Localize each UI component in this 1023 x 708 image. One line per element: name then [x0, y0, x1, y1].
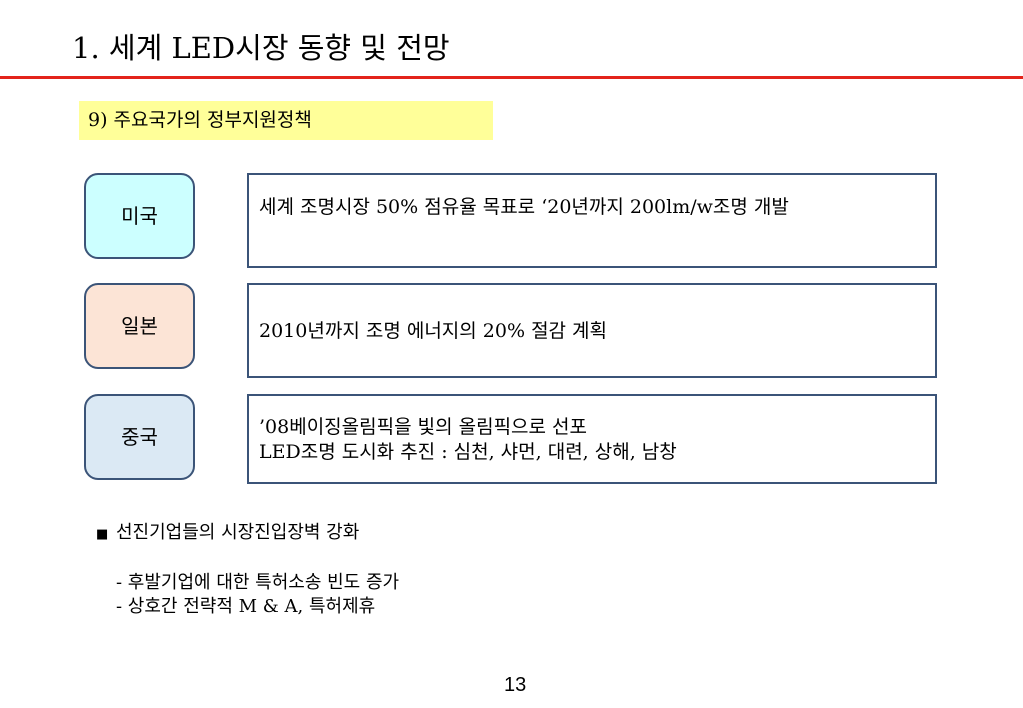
page-number: 13	[504, 674, 527, 696]
policy-china-line-2: LED조명 도시화 추진 : 심천, 샤먼, 대련, 상해, 남창	[259, 441, 677, 463]
country-japan-label: 일본	[121, 314, 158, 338]
bullet-square-icon: ■	[96, 527, 109, 542]
country-china-label: 중국	[121, 425, 158, 449]
notes-item-2: - 상호간 전략적 M & A, 특허제휴	[116, 596, 376, 617]
slide-title: 1. 세계 LED시장 동향 및 전망	[72, 31, 450, 65]
notes-heading: 선진기업들의 시장진입장벽 강화	[116, 522, 360, 543]
notes-item-1: - 후발기업에 대한 특허소송 빈도 증가	[116, 572, 400, 593]
country-usa-badge: 미국	[84, 173, 195, 259]
policy-japan-line-1: 2010년까지 조명 에너지의 20% 절감 계획	[259, 320, 608, 342]
policy-china-line-1: ’08베이징올림픽을 빛의 올림픽으로 선포	[259, 416, 588, 438]
notes-section: ■선진기업들의 시장진입장벽 강화 - 후발기업에 대한 특허소송 빈도 증가 …	[96, 521, 399, 619]
policy-box-usa: 세계 조명시장 50% 점유율 목표로 ‘20년까지 200lm/w조명 개발	[247, 173, 937, 268]
notes-heading-row: ■ 선진기업들의 시장진입장벽 강화	[96, 521, 399, 547]
country-china-badge: 중국	[84, 394, 195, 480]
title-underline	[0, 76, 1023, 79]
policy-box-china: ’08베이징올림픽을 빛의 올림픽으로 선포 LED조명 도시화 추진 : 심천…	[247, 394, 937, 484]
notes-spacer	[96, 547, 399, 571]
country-japan-badge: 일본	[84, 283, 195, 369]
section-subtitle: 9) 주요국가의 정부지원정책	[79, 101, 493, 140]
policy-box-japan: 2010년까지 조명 에너지의 20% 절감 계획	[247, 283, 937, 378]
policy-usa-line-1: 세계 조명시장 50% 점유율 목표로 ‘20년까지 200lm/w조명 개발	[259, 196, 789, 218]
country-usa-label: 미국	[121, 204, 158, 228]
